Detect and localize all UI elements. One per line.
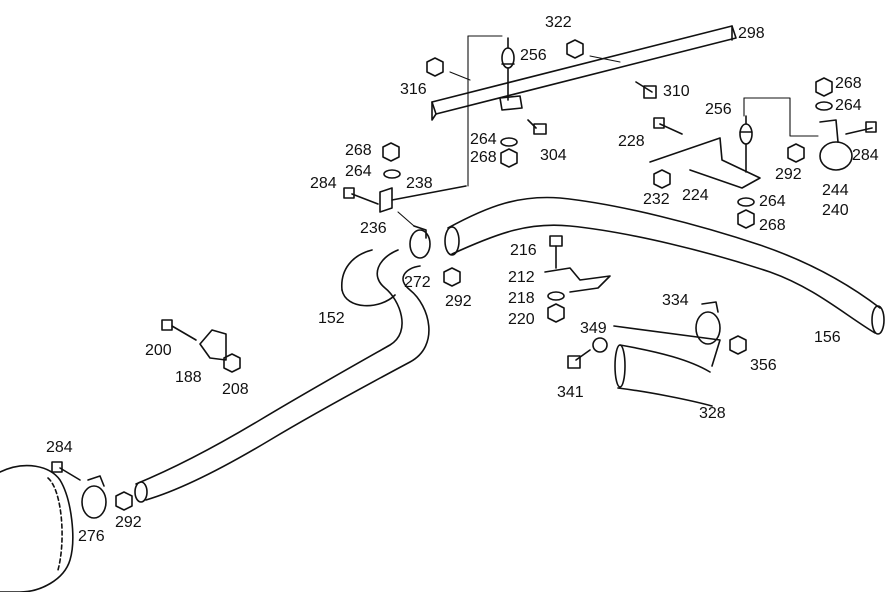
bracket-238 bbox=[380, 186, 466, 212]
callout-208: 208 bbox=[222, 381, 249, 398]
callout-268: 268 bbox=[835, 75, 862, 92]
muffler bbox=[0, 466, 73, 592]
callout-256: 256 bbox=[520, 47, 547, 64]
callout-334: 334 bbox=[662, 292, 689, 309]
clamp-244 bbox=[820, 120, 852, 170]
callout-298: 298 bbox=[738, 25, 765, 42]
callout-220: 220 bbox=[508, 311, 535, 328]
callout-232: 232 bbox=[643, 191, 670, 208]
rear-pipe-156 bbox=[445, 197, 884, 334]
callout-212: 212 bbox=[508, 269, 535, 286]
bracket-212 bbox=[545, 268, 610, 292]
bolt-set bbox=[52, 82, 876, 480]
callout-284: 284 bbox=[310, 175, 337, 192]
tailpipe-328 bbox=[614, 326, 720, 406]
callout-349: 349 bbox=[580, 320, 607, 337]
rubber-mount-256-right bbox=[740, 116, 752, 172]
callout-316: 316 bbox=[400, 81, 427, 98]
callout-200: 200 bbox=[145, 342, 172, 359]
callout-244: 244 bbox=[822, 182, 849, 199]
callout-188: 188 bbox=[175, 369, 202, 386]
callout-292: 292 bbox=[115, 514, 142, 531]
crossbar-298 bbox=[432, 26, 736, 120]
callout-218: 218 bbox=[508, 290, 535, 307]
callout-310: 310 bbox=[663, 83, 690, 100]
callout-292: 292 bbox=[775, 166, 802, 183]
clamp-236 bbox=[410, 226, 430, 258]
callout-216: 216 bbox=[510, 242, 537, 259]
callout-256: 256 bbox=[705, 101, 732, 118]
callout-238: 238 bbox=[406, 175, 433, 192]
callout-264: 264 bbox=[470, 131, 497, 148]
callout-328: 328 bbox=[699, 405, 726, 422]
callout-292: 292 bbox=[445, 293, 472, 310]
callout-341: 341 bbox=[557, 384, 584, 401]
nut-set bbox=[116, 40, 832, 510]
callout-224: 224 bbox=[682, 187, 709, 204]
clamp-334 bbox=[696, 302, 720, 344]
clamp-276 bbox=[82, 476, 106, 518]
callout-264: 264 bbox=[759, 193, 786, 210]
callout-264: 264 bbox=[345, 163, 372, 180]
callout-322: 322 bbox=[545, 14, 572, 31]
bracket-224 bbox=[650, 138, 760, 188]
washer-set bbox=[384, 102, 832, 352]
callout-356: 356 bbox=[750, 357, 777, 374]
callout-276: 276 bbox=[78, 528, 105, 545]
callout-264: 264 bbox=[835, 97, 862, 114]
bracket-188 bbox=[200, 330, 226, 360]
callout-268: 268 bbox=[345, 142, 372, 159]
callout-240: 240 bbox=[822, 202, 849, 219]
callout-284: 284 bbox=[852, 147, 879, 164]
callout-236: 236 bbox=[360, 220, 387, 237]
callout-268: 268 bbox=[759, 217, 786, 234]
callout-284: 284 bbox=[46, 439, 73, 456]
callout-268: 268 bbox=[470, 149, 497, 166]
callout-156: 156 bbox=[814, 329, 841, 346]
rubber-mount-256-left bbox=[500, 38, 522, 110]
leader-lines bbox=[398, 36, 818, 226]
front-pipe-152 bbox=[135, 250, 429, 502]
callout-272: 272 bbox=[404, 274, 431, 291]
callout-304: 304 bbox=[540, 147, 567, 164]
callout-228: 228 bbox=[618, 133, 645, 150]
callout-152: 152 bbox=[318, 310, 345, 327]
